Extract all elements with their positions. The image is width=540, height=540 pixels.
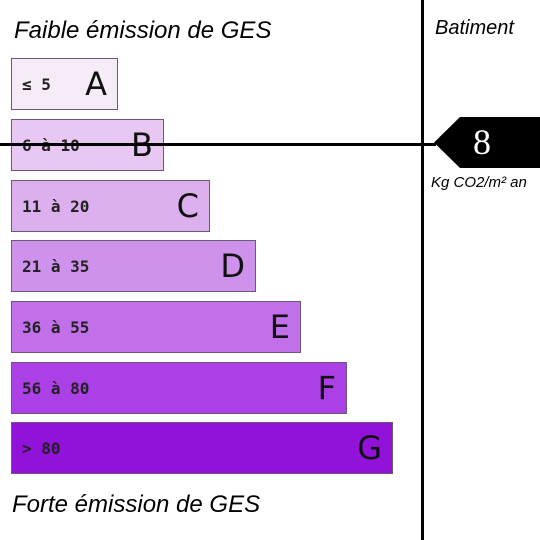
class-letter: A [85,65,107,103]
class-letter: D [220,247,245,285]
class-letter: E [269,308,290,346]
class-bar-g: > 80 G [11,422,393,474]
class-bar-d: 21 à 35 D [11,240,256,292]
title-high-emission: Forte émission de GES [12,491,261,518]
class-range-label: 36 à 55 [22,318,90,337]
class-letter: G [357,429,382,467]
indicator-unit: Kg CO2/m² an [431,174,527,191]
class-bar-a: ≤ 5 A [11,58,118,110]
column-divider [421,0,424,540]
class-bar-e: 36 à 55 E [11,301,301,353]
indicator-arrow-shape [434,117,540,168]
class-range-label: ≤ 5 [22,75,51,94]
class-range-label: > 80 [22,439,61,458]
indicator-line [0,143,436,146]
class-range-label: 21 à 35 [22,257,90,276]
class-range-label: 6 à 10 [22,120,80,172]
class-range-label: 56 à 80 [22,379,90,398]
title-low-emission: Faible émission de GES [14,17,272,44]
class-bar-c: 11 à 20 C [11,180,210,232]
class-letter: C [176,187,199,225]
indicator-arrow: 8 [434,117,540,168]
class-range-label: 11 à 20 [22,197,90,216]
column-header-batiment: Batiment [435,17,514,39]
indicator-value: 8 [473,122,491,162]
class-letter: F [317,369,336,407]
class-bar-f: 56 à 80 F [11,362,347,414]
